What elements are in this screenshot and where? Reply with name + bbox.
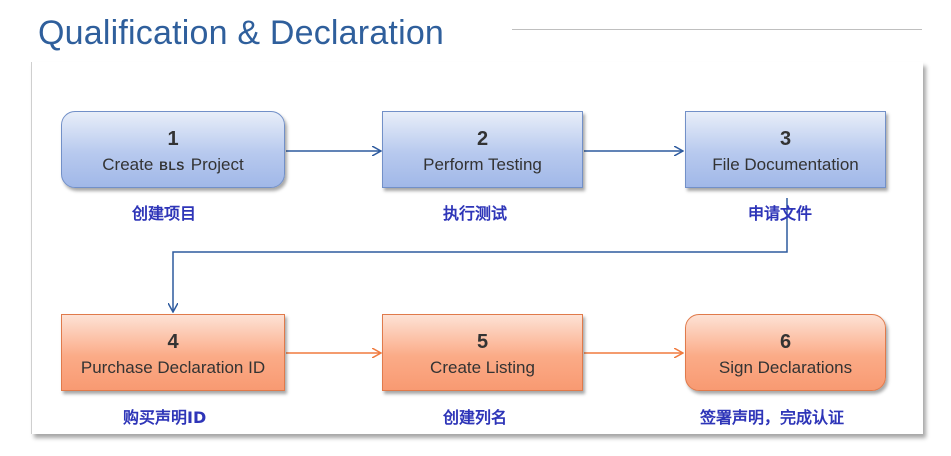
step-label: Perform Testing (423, 155, 542, 174)
step-4-chinese-label: 购买声明ID (123, 408, 207, 427)
step-number: 4 (167, 331, 179, 353)
step-6-box: 6 Sign Declarations (685, 314, 886, 391)
step-3-box: 3 File Documentation (685, 111, 886, 188)
title-divider (512, 29, 922, 30)
step-5-chinese-label: 创建列名 (443, 408, 508, 427)
page-title: Qualification & Declaration (38, 14, 445, 52)
step-3-chinese-label: 申请文件 (748, 204, 813, 223)
step-label: Sign Declarations (718, 358, 853, 377)
step-label: Purchase Declaration ID (80, 358, 266, 377)
step-number: 6 (779, 331, 792, 353)
step-6-chinese-label: 签署声明，完成认证 (700, 408, 845, 427)
step-number: 1 (167, 128, 179, 150)
arrow-3-to-4 (173, 198, 788, 312)
step-2-box: 2 Perform Testing (382, 111, 583, 188)
step-1-chinese-label: 创建项目 (132, 204, 197, 223)
step-5-box: 5 Create Listing (382, 314, 583, 391)
step-number: 2 (476, 128, 489, 150)
step-label: File Documentation (712, 155, 859, 174)
step-label: Create Listing (430, 358, 535, 377)
step-2-chinese-label: 执行测试 (443, 204, 508, 223)
bls-text: BLS (159, 159, 185, 173)
step-4-box: 4 Purchase Declaration ID (61, 314, 285, 391)
step-number: 3 (779, 128, 792, 150)
step-number: 5 (476, 331, 489, 353)
